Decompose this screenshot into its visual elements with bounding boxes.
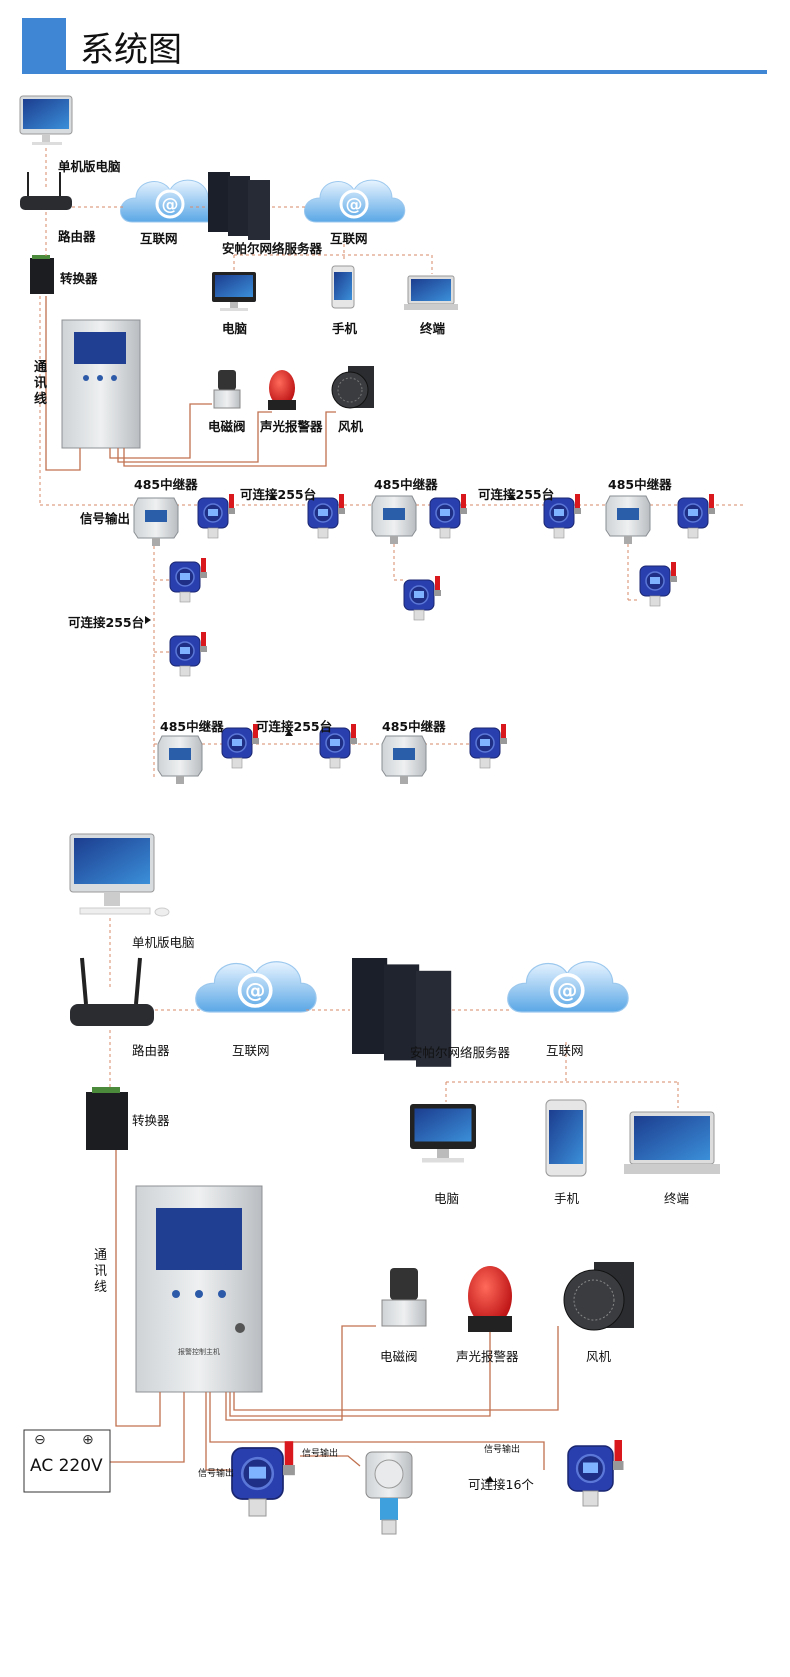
top-detector-12-icon: [469, 723, 508, 769]
bottom-valve-icon: [381, 1268, 427, 1327]
bottom-converter-icon: [86, 1087, 128, 1150]
bottom-signal-out-3-label: 信号输出: [484, 1445, 521, 1455]
top-repeater-5-label: 485中继器: [382, 719, 446, 734]
top-alarm-beacon-icon: [268, 370, 296, 410]
top-client-pc-icon: [212, 272, 256, 311]
top-repeater-1-icon: [133, 497, 179, 547]
power-plus-icon: ⊕: [82, 1432, 94, 1448]
top-router-icon: [20, 172, 72, 210]
bottom-detector-2-icon: [365, 1451, 413, 1535]
top-detector-1-icon: [197, 493, 236, 539]
top-client-phone-icon: [331, 265, 355, 309]
bottom-internet-left-label: 互联网: [232, 1043, 270, 1058]
top-connect-2-label: 可连接255台: [478, 487, 555, 502]
top-client-terminal-icon: [404, 275, 458, 310]
bottom-converter-label: 转换器: [132, 1113, 170, 1128]
top-arrows: [145, 494, 516, 736]
top-client-terminal-label: 终端: [420, 321, 446, 336]
bottom-detector-3-icon: [566, 1438, 625, 1508]
top-comm-line-label: 通讯线: [34, 360, 48, 407]
top-valve-icon: [213, 370, 241, 409]
top-server-label: 安帕尔网络服务器: [222, 241, 323, 256]
top-detector-5-icon: [677, 493, 716, 539]
top-detector-7-icon: [639, 561, 678, 607]
top-converter-icon: [30, 255, 54, 294]
bottom-standalone-pc-icon: [69, 833, 170, 917]
top-client-phone-label: 手机: [332, 321, 358, 336]
bottom-client-terminal-icon: [624, 1111, 720, 1174]
top-repeater-4-label: 485中继器: [160, 719, 224, 734]
bottom-internet-cloud-left-icon: [193, 959, 318, 1014]
bottom-client-pc-icon: [410, 1104, 476, 1163]
bottom-arrow: [486, 1476, 494, 1482]
bottom-server-label: 安帕尔网络服务器: [410, 1045, 511, 1060]
bottom-fan-label: 风机: [586, 1349, 612, 1364]
header-underline: [22, 70, 767, 74]
top-connect-1-label: 可连接255台: [240, 487, 317, 502]
top-fan-label: 风机: [338, 419, 364, 434]
top-repeater-2-label: 485中继器: [374, 477, 438, 492]
bottom-controller-label: 报警控制主机: [178, 1347, 220, 1356]
top-internet-left-label: 互联网: [140, 231, 178, 246]
top-internet-cloud-right-icon: [302, 178, 407, 224]
section-header: 系统图: [22, 18, 767, 74]
top-repeater-3-icon: [605, 495, 651, 545]
power-minus-icon: ⊖: [34, 1432, 46, 1448]
bottom-client-pc-label: 电脑: [434, 1191, 460, 1206]
bottom-pc-label: 单机版电脑: [132, 935, 195, 950]
top-repeater-5-icon: [381, 735, 427, 785]
top-connect-4-label: 可连接255台: [256, 719, 333, 734]
top-client-pc-label: 电脑: [222, 321, 248, 336]
top-standalone-pc-icon: [19, 95, 73, 145]
bottom-signal-out-2-label: 信号输出: [302, 1449, 339, 1459]
bottom-client-phone-icon: [545, 1099, 587, 1177]
bottom-signal-out-1-label: 信号输出: [198, 1469, 235, 1479]
top-server-icon: [208, 172, 270, 240]
bottom-client-terminal-label: 终端: [664, 1191, 690, 1206]
header-accent-block: [22, 18, 66, 70]
bottom-alarm-controller-icon: 报警控制主机: [135, 1185, 263, 1393]
bottom-comm-line-label: 通讯线: [94, 1248, 108, 1295]
top-alarm-controller-icon: [61, 319, 141, 449]
bottom-valve-label: 电磁阀: [380, 1349, 418, 1364]
page-title: 系统图: [80, 30, 182, 70]
bottom-client-phone-label: 手机: [554, 1191, 580, 1206]
bottom-power-box: [23, 1429, 111, 1493]
top-output-wires: [45, 296, 336, 471]
top-detector-10-icon: [221, 723, 260, 769]
top-repeater-2-icon: [371, 495, 417, 545]
top-detector-6-icon: [403, 575, 442, 621]
top-router-label: 路由器: [58, 229, 96, 244]
top-alarm-label: 声光报警器: [260, 419, 323, 434]
bottom-internet-right-label: 互联网: [546, 1043, 584, 1058]
top-fan-icon: [331, 366, 374, 409]
bottom-router-icon: [70, 957, 154, 1026]
top-repeater-1-label: 485中继器: [134, 477, 198, 492]
bottom-internet-cloud-right-icon: [505, 959, 630, 1014]
bottom-network-lines: [109, 918, 679, 1108]
power-label: AC 220V: [30, 1456, 103, 1476]
bottom-detector-1-icon: [230, 1439, 297, 1518]
top-pc-label: 单机版电脑: [58, 159, 121, 174]
top-detector-8-icon: [169, 557, 208, 603]
top-converter-label: 转换器: [60, 271, 98, 286]
top-connect-3-label: 可连接255台: [68, 615, 145, 630]
bottom-connect-16-label: 可连接16个: [468, 1477, 534, 1492]
top-internet-cloud-left-icon: [118, 178, 223, 224]
top-repeater-4-icon: [157, 735, 203, 785]
top-detector-3-icon: [429, 493, 468, 539]
top-valve-label: 电磁阀: [208, 419, 246, 434]
bottom-wires: [108, 1150, 559, 1471]
bottom-fan-icon: [563, 1262, 634, 1331]
bottom-router-label: 路由器: [132, 1043, 170, 1058]
top-branch-lines: [154, 544, 640, 745]
bottom-alarm-label: 声光报警器: [456, 1349, 519, 1364]
bottom-alarm-beacon-icon: [468, 1266, 512, 1332]
top-internet-right-label: 互联网: [330, 231, 368, 246]
top-repeater-3-label: 485中继器: [608, 477, 672, 492]
top-signal-out-label: 信号输出: [80, 511, 131, 526]
top-detector-9-icon: [169, 631, 208, 677]
